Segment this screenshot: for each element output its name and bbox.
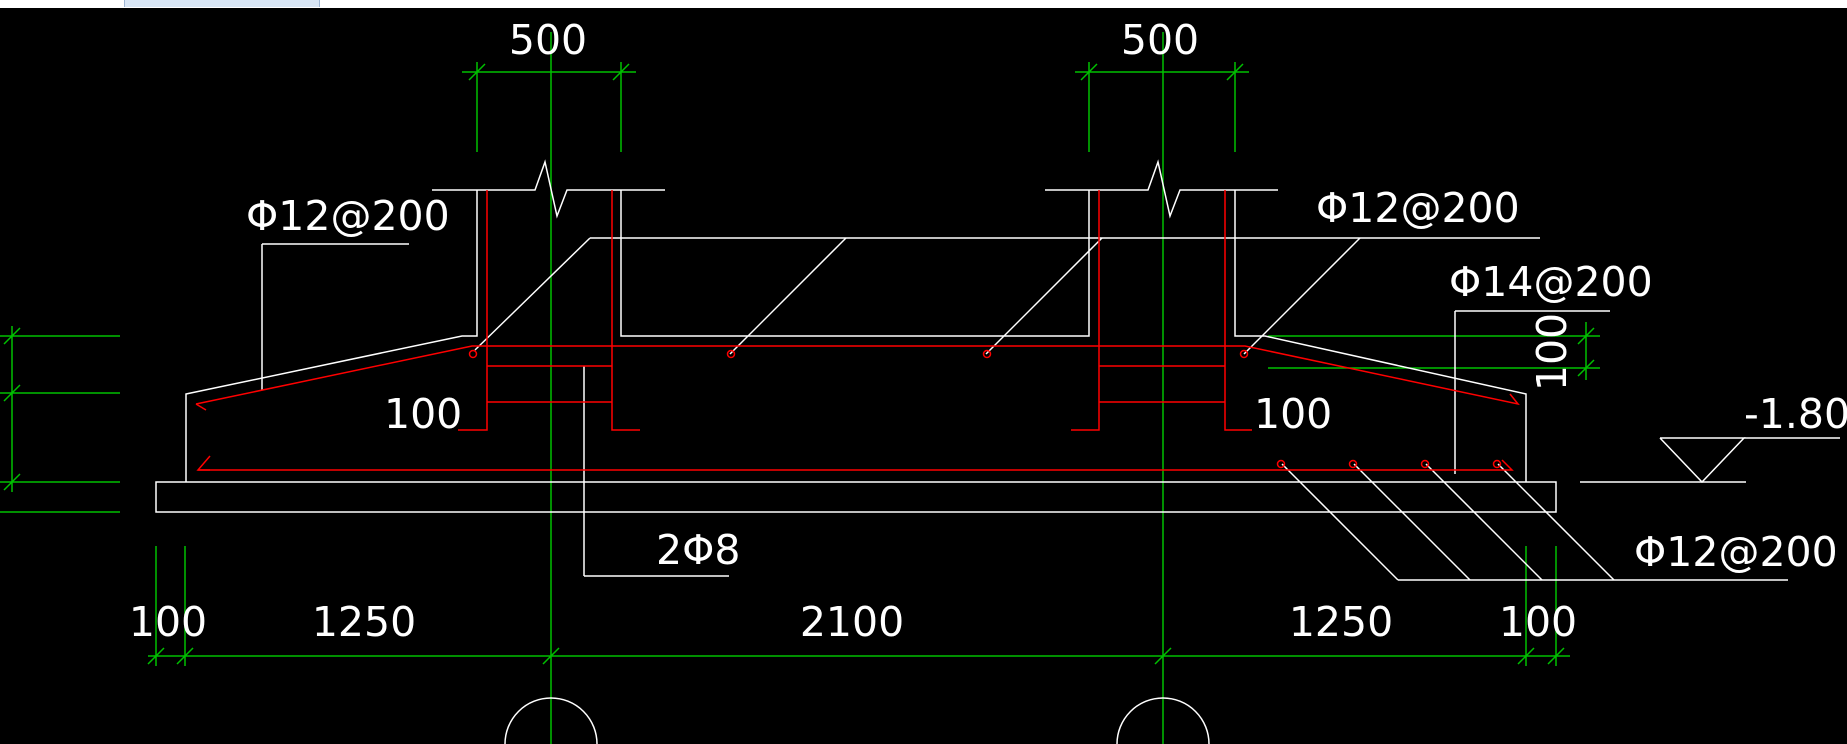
left-offset-label: 100: [384, 390, 462, 438]
column-dimensions: [462, 62, 1249, 152]
axis-markers: [504, 697, 1210, 744]
right-column-width-label: 500: [1121, 16, 1199, 64]
window-top-bar: [0, 0, 1847, 8]
left-height-dimensions: [0, 326, 120, 513]
cover-dimension: [1268, 322, 1600, 380]
left-column-width-label: 500: [509, 16, 587, 64]
tie-rebar-label: 2Φ8: [656, 526, 740, 574]
left-slope-rebar-label: Φ12@200: [246, 192, 450, 240]
right-offset-label: 100: [1254, 390, 1332, 438]
drawing-tab[interactable]: [124, 0, 320, 7]
bottom-dim-4: 1250: [1289, 598, 1393, 646]
bottom-dimension-line: [147, 546, 1570, 666]
rebar: [195, 190, 1520, 471]
axis-lines: [550, 32, 1164, 744]
bottom-dim-5: 100: [1499, 598, 1577, 646]
bottom-rebar-label: Φ12@200: [1634, 528, 1838, 576]
elevation-label: -1.800: [1744, 390, 1847, 438]
rebar-dots: [468, 349, 1502, 469]
top-right-rebar-label: Φ12@200: [1316, 184, 1520, 232]
foundation-outline: [155, 159, 1840, 581]
bottom-dim-2: 1250: [312, 598, 416, 646]
bottom-dim-3: 2100: [800, 598, 904, 646]
bottom-dim-1: 100: [129, 598, 207, 646]
cover-label: 100: [1528, 313, 1576, 391]
side-rebar-label: Φ14@200: [1449, 258, 1653, 306]
